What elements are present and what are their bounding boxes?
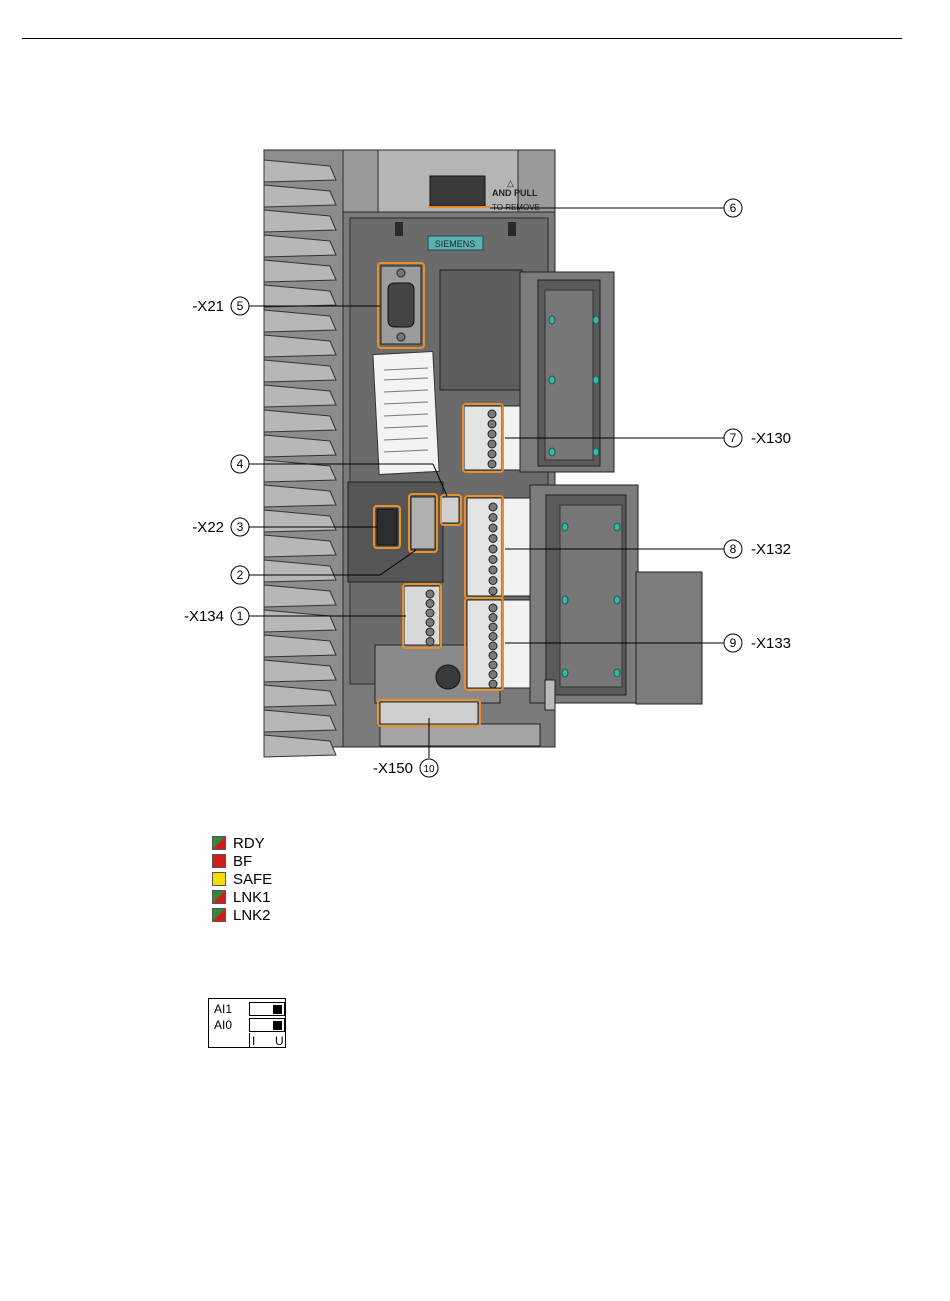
terminal-screw: [489, 661, 497, 669]
callout-10: 10 -X150: [373, 759, 438, 777]
terminal-screw: [488, 430, 496, 438]
terminal-screw: [489, 642, 497, 650]
led-swatch: [212, 836, 226, 850]
dip-footer-i: I: [252, 1034, 255, 1048]
led-legend-item: RDY: [212, 834, 272, 852]
terminal-screw: [426, 590, 434, 598]
hinged-covers: [520, 272, 702, 710]
terminal-screw: [489, 577, 497, 585]
terminal-screw: [426, 628, 434, 636]
callout-number: 2: [237, 568, 244, 582]
callout-6: 6: [724, 199, 742, 217]
callout-5: 5 -X21: [192, 297, 249, 315]
terminal-screw: [489, 614, 497, 622]
terminal-screw: [489, 604, 497, 612]
terminal-screw: [489, 556, 497, 564]
callout-3: 3 -X22: [192, 518, 249, 536]
dip-switch-legend: AI1 AI0 I U: [208, 998, 286, 1048]
callout-2: 2: [231, 566, 249, 584]
terminal-screw: [489, 535, 497, 543]
terminal-screw: [489, 680, 497, 688]
callout-1: 1 -X134: [184, 607, 249, 625]
led-name: LNK2: [233, 907, 271, 924]
dip-footer-u: U: [275, 1034, 284, 1048]
callout-9: 9 -X133: [724, 634, 791, 652]
connector-label: -X134: [184, 608, 224, 625]
device-illustration: AND PULL TO REMOVE △ SIEMENS: [0, 0, 950, 800]
brand-label: SIEMENS: [435, 239, 476, 249]
top-cover: AND PULL TO REMOVE △: [343, 150, 555, 212]
led-swatch: [212, 854, 226, 868]
led-swatch: [212, 872, 226, 886]
terminal-screw: [426, 619, 434, 627]
led-name: LNK1: [233, 889, 271, 906]
connector-label: -X150: [373, 760, 413, 777]
callout-4: 4: [231, 455, 249, 473]
led-swatch: [212, 890, 226, 904]
terminal-screw: [489, 566, 497, 574]
terminal-screw: [488, 420, 496, 428]
terminal-screw: [489, 652, 497, 660]
led-swatch: [212, 908, 226, 922]
led-name: BF: [233, 853, 252, 870]
callout-number: 6: [730, 201, 737, 215]
terminal-screw: [488, 410, 496, 418]
led-legend-item: SAFE: [212, 870, 272, 888]
terminal-screw: [489, 524, 497, 532]
terminal-screw: [488, 460, 496, 468]
dip-switch-ai1: [249, 1002, 285, 1016]
callout-number: 3: [237, 520, 244, 534]
callout-number: 1: [237, 609, 244, 623]
connector-label: -X130: [751, 430, 791, 447]
terminal-screw: [488, 450, 496, 458]
callout-8: 8 -X132: [724, 540, 791, 558]
terminal-screw: [426, 638, 434, 646]
led-legend-item: LNK2: [212, 906, 272, 924]
callout-number: 8: [730, 542, 737, 556]
dip-row-label: AI0: [214, 1018, 232, 1032]
connector-label: -X22: [192, 519, 224, 536]
terminal-screw: [489, 671, 497, 679]
terminal-screw: [489, 514, 497, 522]
connector-label: -X133: [751, 635, 791, 652]
callout-number: 4: [237, 457, 244, 471]
dip-switch-ai0: [249, 1018, 285, 1032]
connector-label: -X132: [751, 541, 791, 558]
terminal-screw: [489, 503, 497, 511]
terminal-screw: [426, 609, 434, 617]
connector-label: -X21: [192, 298, 224, 315]
terminal-screw: [489, 623, 497, 631]
terminal-screw: [489, 545, 497, 553]
svg-text:△: △: [507, 178, 514, 188]
callout-number: 10: [423, 764, 435, 775]
callout-7: 7 -X130: [724, 429, 791, 447]
callout-number: 7: [730, 431, 737, 445]
terminal-screw: [426, 600, 434, 608]
led-legend-item: BF: [212, 852, 272, 870]
remove-label: AND PULL: [492, 188, 538, 198]
led-name: SAFE: [233, 871, 272, 888]
dip-row-label: AI1: [214, 1002, 232, 1016]
callout-number: 5: [237, 299, 244, 313]
terminal-screw: [488, 440, 496, 448]
terminal-screw: [489, 587, 497, 595]
led-name: RDY: [233, 835, 265, 852]
terminal-screw: [489, 633, 497, 641]
callout-number: 9: [730, 636, 737, 650]
led-legend-item: LNK1: [212, 888, 272, 906]
heat-sink: [264, 150, 344, 757]
